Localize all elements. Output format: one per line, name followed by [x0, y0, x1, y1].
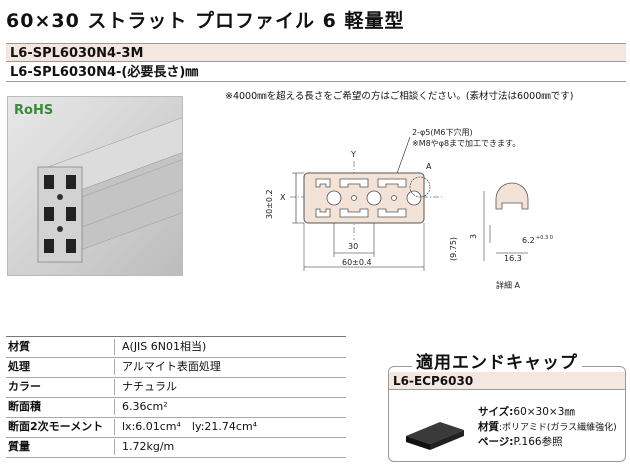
endcap-size-label: サイズ: [478, 406, 514, 418]
rohs-logo: RoHS [14, 103, 54, 118]
spec-label: 質量 [8, 440, 30, 453]
spec-value: ナチュラル [122, 380, 177, 393]
dim-62-tol: +0.3 0 [536, 235, 553, 241]
part-number-1: L6-SPL6030N4-3M [6, 43, 626, 62]
spec-label: カラー [8, 380, 41, 393]
spec-value: A(JIS 6N01相当) [122, 340, 207, 353]
endcap-image [406, 422, 464, 450]
y-axis-label: Y [350, 150, 356, 159]
detail-a-shape [495, 182, 529, 210]
total-width-dim: 60±0.4 [342, 258, 372, 267]
specs-top-rule [6, 336, 346, 337]
spec-label: 材質 [8, 340, 30, 353]
spec-row-material: 材質 A(JIS 6N01相当) [6, 337, 346, 358]
x-axis-label: X [280, 193, 286, 202]
endcap-material-label: 材質 [478, 421, 499, 433]
detail-marker-a: A [426, 162, 432, 171]
spec-value: 6.36cm² [122, 400, 168, 413]
endcap-page-value: P.166参照 [513, 436, 563, 448]
technical-drawing: 2-φ5(M6下穴用) ※M8やφ8まで加工できます。 Y X A 30±0.2… [265, 127, 553, 290]
height-dim: 30±0.2 [265, 189, 274, 219]
spec-row-area: 断面積 6.36cm² [6, 397, 346, 418]
inner-width-dim: 30 [348, 242, 358, 251]
spec-value: アルマイト表面処理 [122, 360, 221, 373]
dim-3: 3 [469, 234, 478, 239]
endcap-material-value: :ポリアミド(ガラス繊維強化) [499, 423, 617, 433]
spec-row-treatment: 処理 アルマイト表面処理 [6, 357, 346, 378]
dim-62: 6.2 [522, 236, 535, 245]
detail-a-label: 詳細 A [496, 280, 521, 290]
part-number-2: L6-SPL6030N4-(必要長さ)㎜ [6, 63, 626, 82]
spec-row-moment: 断面2次モーメント lx:6.01cm⁴ ly:21.74cm⁴ [6, 417, 346, 438]
spec-label: 処理 [8, 360, 30, 373]
endcap-size: サイズ:60×30×3㎜ [478, 404, 575, 419]
dim-163: 16.3 [504, 254, 522, 263]
endcap-title: 適用エンドキャップ [412, 348, 582, 373]
hole-note: ※M8やφ8まで加工できます。 [412, 138, 520, 148]
spec-label: 断面積 [8, 400, 41, 413]
length-note: ※4000㎜を超える長さをご希望の方はご相談ください。(素材寸法は6000㎜です… [225, 91, 574, 102]
product-photo: RoHS [7, 96, 183, 276]
spec-value: 1.72kg/m [122, 440, 175, 453]
endcap-part-number: L6-ECP6030 [389, 372, 625, 390]
endcap-material: 材質:ポリアミド(ガラス繊維強化) [478, 419, 617, 434]
endcap-size-value: 60×30×3㎜ [513, 406, 575, 418]
page-title: 60×30 ストラット プロファイル 6 軽量型 [6, 10, 405, 32]
hole-label: 2-φ5(M6下穴用) [412, 127, 473, 137]
profile-cross-section [303, 172, 425, 224]
spec-row-mass: 質量 1.72kg/m [6, 437, 346, 458]
spec-value: lx:6.01cm⁴ ly:21.74cm⁴ [122, 420, 258, 433]
dim-975: (9.75) [449, 237, 458, 261]
profile-photo-illustration [37, 117, 182, 263]
spec-row-color: カラー ナチュラル [6, 377, 346, 398]
endcap-page: ページ:P.166参照 [478, 434, 563, 449]
spec-label: 断面2次モーメント [8, 420, 104, 433]
endcap-page-label: ページ: [478, 436, 514, 448]
